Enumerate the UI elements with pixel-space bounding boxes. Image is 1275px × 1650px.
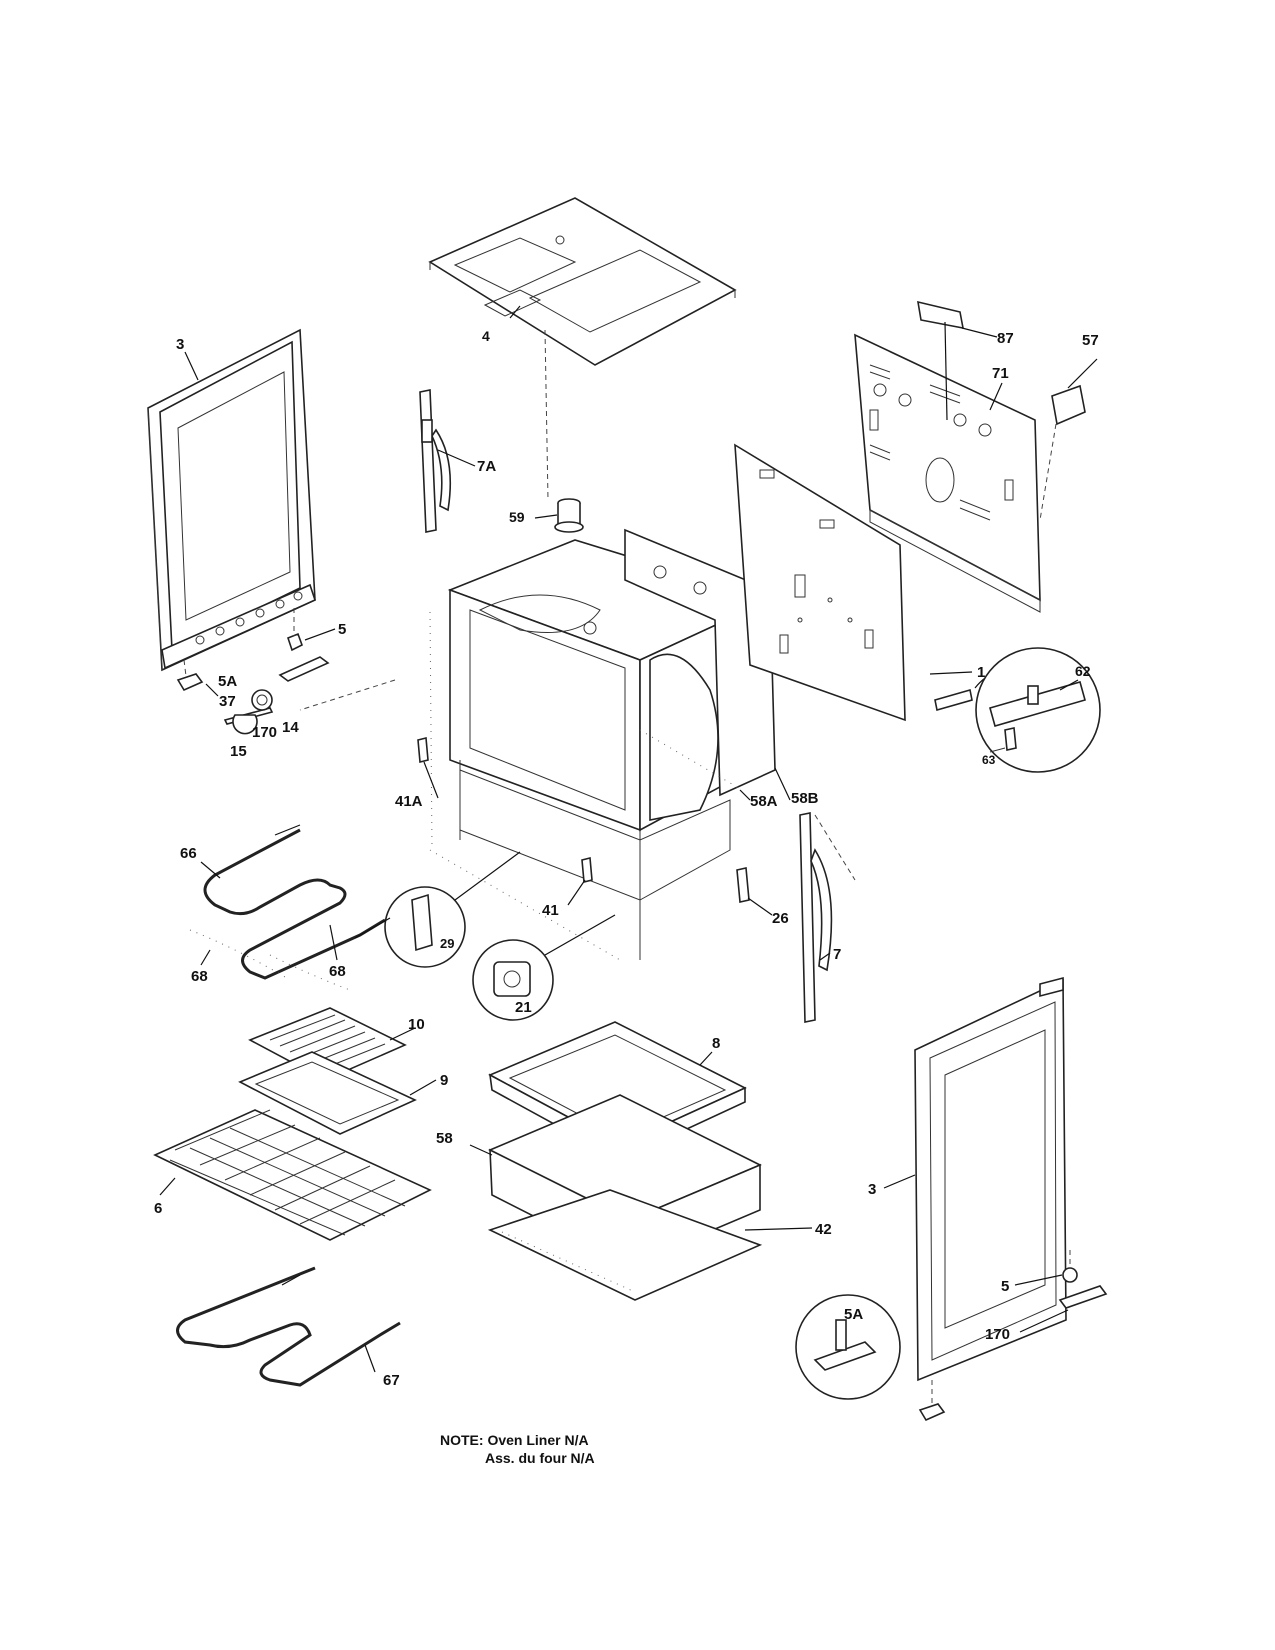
label-58B: 58B [791, 790, 819, 807]
leader-line [454, 851, 521, 901]
label-71: 71 [992, 365, 1009, 382]
bake-element-part [176, 1266, 401, 1387]
label-170-left: 170 [252, 724, 277, 741]
label-5-left: 5 [338, 621, 346, 638]
label-3-right: 3 [868, 1181, 876, 1198]
label-58: 58 [436, 1130, 453, 1147]
bracket-26-part [736, 867, 750, 903]
label-57: 57 [1082, 332, 1099, 349]
top-panel-part [428, 197, 737, 366]
insulation-plug-part [554, 498, 584, 533]
label-26: 26 [772, 910, 789, 927]
leader-dash [544, 329, 549, 501]
label-5A-right: 5A [844, 1306, 863, 1323]
label-15: 15 [230, 743, 247, 760]
vent-57-part [1051, 384, 1086, 426]
label-14: 14 [282, 719, 299, 736]
leader-dash [299, 679, 396, 711]
label-58A: 58A [750, 793, 778, 810]
drawer-bottom-part [487, 1189, 763, 1301]
label-59: 59 [509, 509, 525, 525]
leader-lines [159, 305, 1098, 1373]
label-87: 87 [997, 330, 1014, 347]
label-7A: 7A [477, 458, 496, 475]
label-41A: 41A [395, 793, 423, 810]
label-67: 67 [383, 1372, 400, 1389]
label-66: 66 [180, 845, 197, 862]
label-5A-left: 5A [218, 673, 237, 690]
label-63: 63 [982, 753, 996, 767]
bracket-41-part [581, 856, 593, 884]
label-10: 10 [408, 1016, 425, 1033]
leader-dash [1039, 423, 1057, 521]
label-170-right: 170 [985, 1326, 1010, 1343]
bracket-87-part [917, 300, 965, 330]
label-68-right: 68 [329, 963, 346, 980]
slide-rail-7a-part [419, 389, 452, 533]
label-41: 41 [542, 902, 559, 919]
broil-element-part [203, 824, 391, 980]
clip-29-part [411, 893, 433, 952]
label-1: 1 [977, 664, 985, 681]
label-6: 6 [154, 1200, 162, 1217]
right-hinge-parts [795, 1250, 1108, 1422]
label-62: 62 [1075, 663, 1091, 679]
rear-panel-1-part [734, 443, 906, 722]
leader-line [544, 914, 616, 956]
label-37: 37 [219, 693, 236, 710]
broil-pan-insert-part [248, 1007, 407, 1081]
label-4: 4 [482, 328, 490, 344]
label-3-left: 3 [176, 336, 184, 353]
left-hinge-parts [176, 608, 330, 735]
oven-rack-part [153, 1109, 432, 1241]
leader-line [944, 321, 948, 421]
bracket-41a-part [417, 736, 429, 764]
label-21: 21 [515, 999, 532, 1016]
note-line-2: Ass. du four N/A [485, 1450, 595, 1466]
oven-cavity-part [429, 528, 776, 961]
label-68-left: 68 [191, 968, 208, 985]
label-7: 7 [833, 946, 841, 963]
label-9: 9 [440, 1072, 448, 1089]
label-29: 29 [440, 936, 454, 951]
right-oven-door-part [914, 976, 1067, 1382]
label-42: 42 [815, 1221, 832, 1238]
slide-rail-7-part [736, 812, 856, 1023]
terminal-block-part [934, 647, 1101, 773]
part-labels: 3 4 87 57 71 7A 59 5 5A 37 170 14 15 1 6… [154, 328, 1099, 1389]
broil-pan-part [238, 1051, 417, 1135]
nut-21-part [493, 961, 531, 997]
left-oven-door-part [147, 328, 316, 672]
label-5-right: 5 [1001, 1278, 1009, 1295]
label-8: 8 [712, 1035, 720, 1052]
note-line-1: NOTE: Oven Liner N/A [440, 1432, 589, 1448]
